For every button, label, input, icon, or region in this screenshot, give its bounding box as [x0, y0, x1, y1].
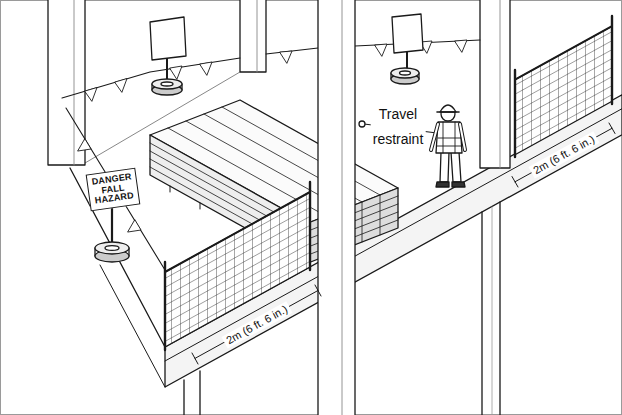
dimension-line — [192, 123, 615, 364]
column-shade — [74, 0, 75, 165]
column — [48, 0, 85, 165]
sign-text: DANGER FALL HAZARD — [91, 172, 135, 206]
callout-label: Travel restraint — [371, 102, 426, 151]
sign-stand — [391, 14, 423, 84]
net-rope — [165, 192, 310, 272]
column-shade — [492, 207, 493, 415]
net-rope — [515, 26, 612, 79]
column — [318, 0, 355, 415]
warning-line — [62, 40, 480, 270]
column-shade — [257, 0, 258, 72]
lower-column — [184, 371, 200, 415]
column-shade — [342, 0, 343, 415]
floor-side-edge — [70, 168, 165, 347]
column — [240, 0, 266, 72]
safety-net — [165, 192, 310, 347]
column-shade — [500, 0, 501, 168]
lower-column — [482, 202, 500, 415]
net-post — [165, 182, 310, 350]
slab-side — [100, 265, 165, 387]
column — [480, 0, 510, 168]
sign-stand — [150, 17, 186, 95]
safety-net — [515, 26, 612, 155]
warning-sign: DANGER FALL HAZARD — [86, 168, 141, 212]
